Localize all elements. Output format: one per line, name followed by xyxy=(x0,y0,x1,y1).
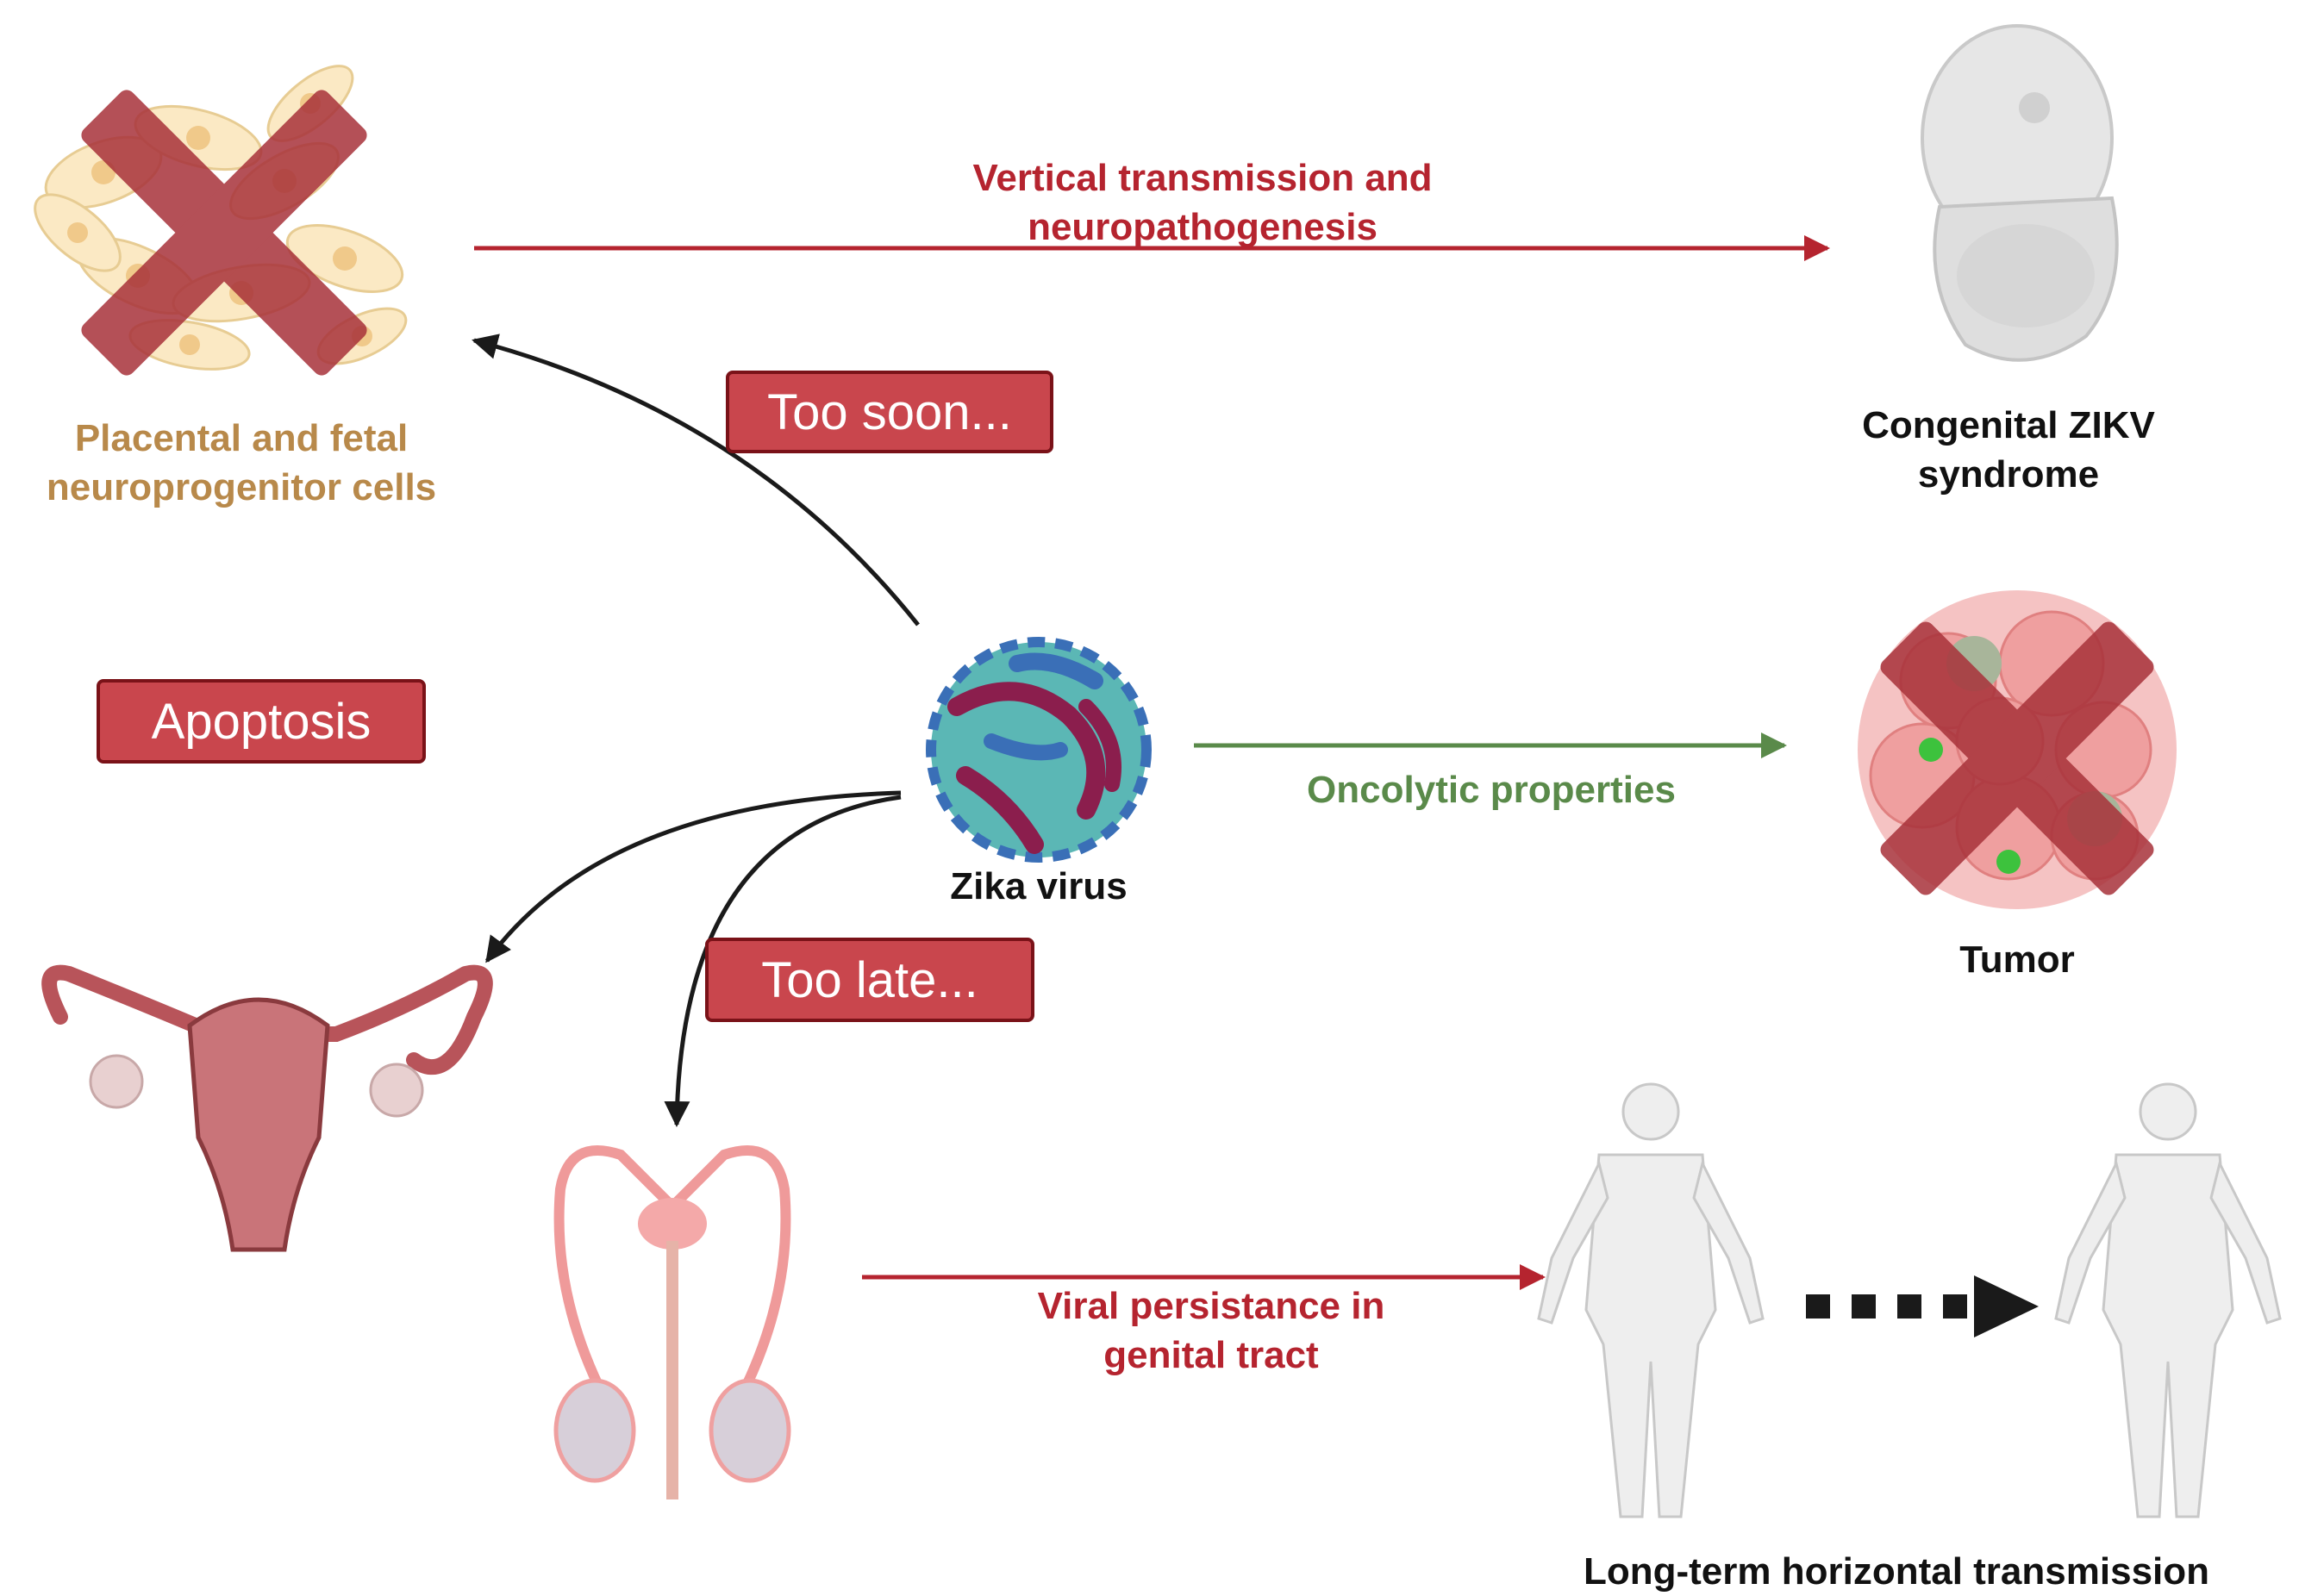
vertical-transmission-line2: neuropathogenesis xyxy=(1028,206,1378,249)
placental-cross-icon xyxy=(81,90,367,376)
human-figure-left-icon xyxy=(1537,1082,1765,1518)
to-uterus-arrow xyxy=(484,790,902,963)
male-genital-tract-icon xyxy=(553,1145,791,1499)
tumor-cross-icon xyxy=(1880,621,2154,895)
viral-persistance-line1: Viral persistance in xyxy=(1037,1285,1385,1327)
tumor-label: Tumor xyxy=(1896,935,2138,984)
too-soon-box: Too soon... xyxy=(726,371,1053,453)
congenital-line1: Congenital ZIKV xyxy=(1862,404,2155,446)
tumor-line1: Tumor xyxy=(1959,938,2075,981)
oncolytic-line1: Oncolytic properties xyxy=(1307,769,1676,811)
horizontal-transmission-dashed-arrow xyxy=(1806,1275,2039,1337)
to-male-tract-arrow xyxy=(664,795,902,1127)
congenital-line2: syndrome xyxy=(1917,453,2100,496)
viral-persistance-line2: genital tract xyxy=(1103,1334,1319,1377)
placental-cells-line1: Placental and fetal xyxy=(74,417,409,459)
vertical-transmission-label: Vertical transmission and neuropathogene… xyxy=(944,153,1461,252)
apoptosis-box: Apoptosis xyxy=(97,679,426,764)
congenital-label: Congenital ZIKV syndrome xyxy=(1819,401,2198,499)
human-figure-right-icon xyxy=(2054,1082,2282,1518)
long-term-label: Long-term horizontal transmission xyxy=(1552,1547,2241,1596)
zika-virus-line1: Zika virus xyxy=(950,865,1128,907)
long-term-line1: Long-term horizontal transmission xyxy=(1583,1550,2210,1593)
vertical-transmission-line1: Vertical transmission and xyxy=(972,157,1433,199)
placental-cells-line2: neuroprogenitor cells xyxy=(46,466,437,509)
zika-virus-label: Zika virus xyxy=(909,862,1168,911)
oncolytic-label: Oncolytic properties xyxy=(1267,765,1715,814)
uterus-icon xyxy=(41,964,493,1252)
fetus-icon xyxy=(1921,24,2119,362)
placental-cells-label: Placental and fetal neuroprogenitor cell… xyxy=(34,414,448,512)
zika-virus-icon xyxy=(926,637,1152,863)
too-soon-arrow xyxy=(472,334,920,627)
viral-persistance-label: Viral persistance in genital tract xyxy=(978,1281,1444,1380)
too-late-box: Too late... xyxy=(705,938,1034,1022)
